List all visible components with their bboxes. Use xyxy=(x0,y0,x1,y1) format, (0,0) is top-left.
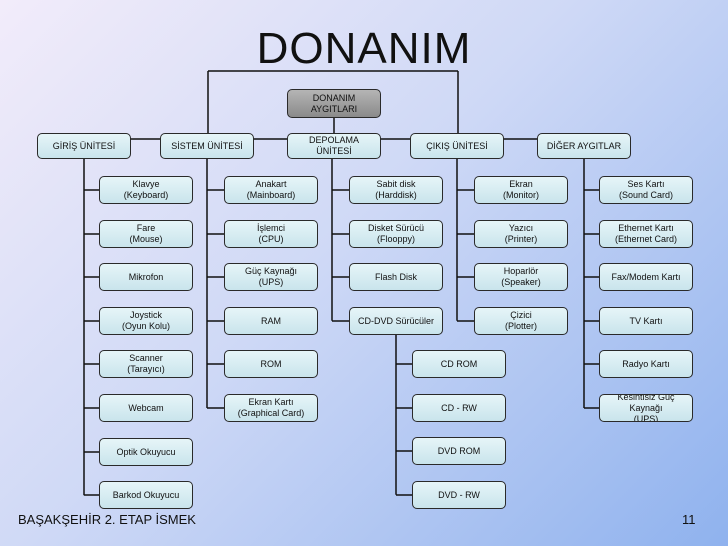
item-giris-unitesi-7: Barkod Okuyucu xyxy=(99,481,193,509)
item-diger-aygitlar-4: Radyo Kartı xyxy=(599,350,693,378)
category-sistem-unitesi: SİSTEM ÜNİTESİ xyxy=(160,133,254,159)
item-depolama-unitesi-2: Flash Disk xyxy=(349,263,443,291)
item-giris-unitesi-2: Mikrofon xyxy=(99,263,193,291)
page-title: DONANIM xyxy=(256,24,472,73)
footer-page-number: 11 xyxy=(682,512,696,527)
item-sistem-unitesi-5: Ekran Kartı (Graphical Card) xyxy=(224,394,318,422)
item-sistem-unitesi-3: RAM xyxy=(224,307,318,335)
item-cd-dvd-1: CD - RW xyxy=(412,394,506,422)
item-cikis-unitesi-2: Hoparlör (Speaker) xyxy=(474,263,568,291)
item-giris-unitesi-6: Optik Okuyucu xyxy=(99,438,193,466)
item-diger-aygitlar-1: Ethernet Kartı (Ethernet Card) xyxy=(599,220,693,248)
item-depolama-unitesi-3: CD-DVD Sürücüler xyxy=(349,307,443,335)
item-giris-unitesi-1: Fare (Mouse) xyxy=(99,220,193,248)
item-cd-dvd-3: DVD - RW xyxy=(412,481,506,509)
item-giris-unitesi-3: Joystick (Oyun Kolu) xyxy=(99,307,193,335)
category-giris-unitesi: GİRİŞ ÜNİTESİ xyxy=(37,133,131,159)
category-diger-aygitlar: DİĞER AYGITLAR xyxy=(537,133,631,159)
item-diger-aygitlar-3: TV Kartı xyxy=(599,307,693,335)
item-diger-aygitlar-5: Kesintisiz Güç Kaynağı (UPS) xyxy=(599,394,693,422)
item-giris-unitesi-5: Webcam xyxy=(99,394,193,422)
footer-institution: BAŞAKŞEHİR 2. ETAP İSMEK xyxy=(18,512,196,527)
category-cikis-unitesi: ÇIKIŞ ÜNİTESİ xyxy=(410,133,504,159)
root-node-donanim-aygitlari: DONANIM AYGITLARI xyxy=(287,89,381,118)
item-depolama-unitesi-1: Disket Sürücü (Flooppy) xyxy=(349,220,443,248)
item-sistem-unitesi-4: ROM xyxy=(224,350,318,378)
category-depolama-unitesi: DEPOLAMA ÜNİTESİ xyxy=(287,133,381,159)
item-cikis-unitesi-3: Çizici (Plotter) xyxy=(474,307,568,335)
item-depolama-unitesi-0: Sabit disk (Harddisk) xyxy=(349,176,443,204)
item-giris-unitesi-0: Klavye (Keyboard) xyxy=(99,176,193,204)
item-sistem-unitesi-0: Anakart (Mainboard) xyxy=(224,176,318,204)
item-cikis-unitesi-1: Yazıcı (Printer) xyxy=(474,220,568,248)
item-sistem-unitesi-1: İşlemci (CPU) xyxy=(224,220,318,248)
item-diger-aygitlar-2: Fax/Modem Kartı xyxy=(599,263,693,291)
item-diger-aygitlar-0: Ses Kartı (Sound Card) xyxy=(599,176,693,204)
item-giris-unitesi-4: Scanner (Tarayıcı) xyxy=(99,350,193,378)
item-cd-dvd-0: CD ROM xyxy=(412,350,506,378)
item-cd-dvd-2: DVD ROM xyxy=(412,437,506,465)
item-sistem-unitesi-2: Güç Kaynağı (UPS) xyxy=(224,263,318,291)
item-cikis-unitesi-0: Ekran (Monitor) xyxy=(474,176,568,204)
